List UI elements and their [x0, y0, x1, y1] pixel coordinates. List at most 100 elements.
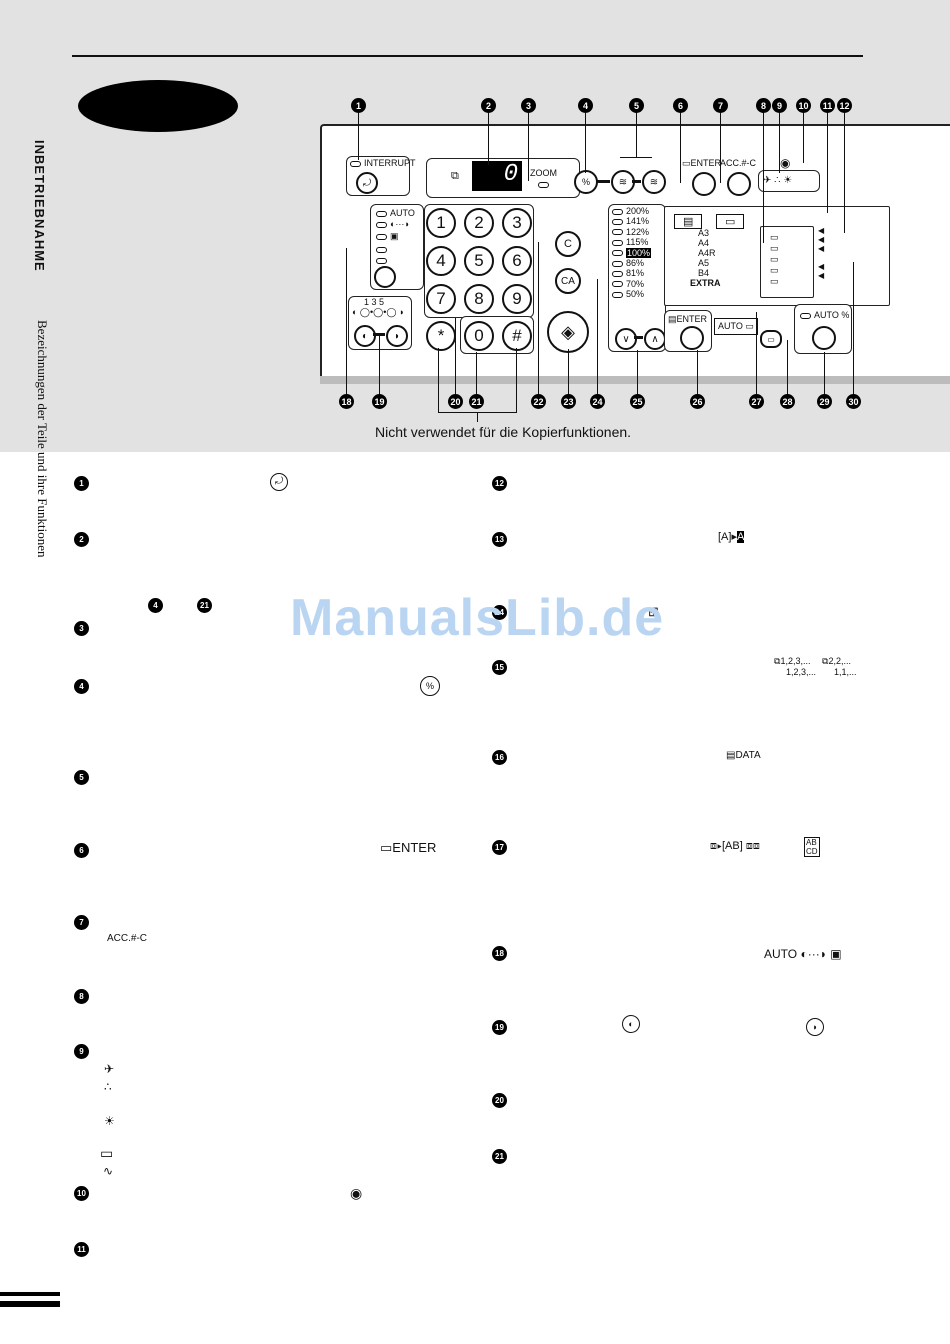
leader-21	[476, 352, 477, 394]
key-4[interactable]: 4	[426, 246, 456, 276]
zoom-label: ZOOM	[530, 168, 557, 178]
acc-symbol: ACC.#-C	[107, 933, 148, 944]
top-rule	[72, 55, 863, 57]
edge-erase-icon: [A]▸A	[718, 531, 745, 543]
enter-top-label: ▭ENTER	[682, 158, 722, 168]
enter-button[interactable]	[680, 326, 704, 350]
exposure-led-4	[376, 244, 390, 254]
acc-button[interactable]	[727, 172, 751, 196]
leader-10	[803, 113, 804, 163]
list-item: 18	[492, 946, 507, 961]
leader-7	[720, 113, 721, 183]
leader-20	[455, 318, 456, 394]
panel-shadow	[320, 376, 950, 384]
callout-4: 4	[578, 98, 593, 113]
auto-percent-button[interactable]	[812, 326, 836, 350]
tray-select-button[interactable]: ▭	[760, 330, 782, 348]
ratio-up-button[interactable]: ∧	[644, 328, 666, 350]
ratio-down-button[interactable]: ∨	[615, 328, 637, 350]
clear-all-button[interactable]: CA	[555, 268, 581, 294]
key-5[interactable]: 5	[464, 246, 494, 276]
paper-enter-button[interactable]	[692, 172, 716, 196]
list-item: 4	[74, 679, 89, 694]
key-7[interactable]: 7	[426, 284, 456, 314]
key-2[interactable]: 2	[464, 208, 494, 238]
interrupt-group	[346, 156, 410, 196]
key-6[interactable]: 6	[502, 246, 532, 276]
callout-30: 30	[846, 394, 861, 409]
callout-12: 12	[837, 98, 852, 113]
callout-20: 20	[448, 394, 463, 409]
leader-25	[637, 350, 638, 394]
leader-5	[636, 113, 637, 157]
copy-count-display: 0	[472, 161, 522, 191]
bracket-right	[516, 348, 517, 412]
zoom-percent-button[interactable]: %	[574, 170, 598, 194]
unused-caption: Nicht verwendet für die Kopierfunktionen…	[375, 424, 632, 440]
side-subtitle: Bezeichnungen der Teile und ihre Funktio…	[35, 320, 50, 558]
start-button[interactable]: ◈	[547, 311, 589, 353]
callout-26: 26	[690, 394, 705, 409]
tray-indicators: ◀◀◀◀◀	[818, 226, 825, 280]
footer-bar-2	[0, 1301, 60, 1307]
zoom-bar	[596, 180, 610, 183]
callout-18: 18	[339, 394, 354, 409]
key-9[interactable]: 9	[502, 284, 532, 314]
acc-label: ACC.#-C	[720, 158, 757, 168]
list-item: 19	[492, 1020, 507, 1035]
key-hash[interactable]: #	[502, 321, 532, 351]
darker-icon: ◗	[806, 1018, 824, 1036]
list-item: 21	[492, 1149, 507, 1164]
inline-ref-4: 4	[148, 598, 163, 613]
darker-button[interactable]: ◗	[386, 325, 408, 347]
key-8[interactable]: 8	[464, 284, 494, 314]
section-oval	[78, 80, 238, 132]
leader-4	[585, 113, 586, 173]
key-0[interactable]: 0	[464, 321, 494, 351]
zoom-up-button[interactable]: ≋	[642, 170, 666, 194]
clear-button[interactable]: C	[555, 231, 581, 257]
list-item: 10	[74, 1186, 89, 1201]
leader-9	[779, 113, 780, 173]
callout-19: 19	[372, 394, 387, 409]
exposure-symbols: AUTO ◐···◗ ▣	[764, 947, 842, 961]
leader-1	[358, 113, 359, 160]
lighter-button[interactable]: ◐	[354, 325, 376, 347]
leader-5-bar	[620, 157, 652, 158]
leader-22	[538, 242, 539, 394]
key-1[interactable]: 1	[426, 208, 456, 238]
exposure-bar	[373, 333, 385, 336]
developer-icon: ∴	[104, 1080, 112, 1094]
leader-6	[680, 113, 681, 183]
callout-28: 28	[780, 394, 795, 409]
key-3[interactable]: 3	[502, 208, 532, 238]
callout-11: 11	[820, 98, 835, 113]
enter-symbol: ▭ENTER	[380, 840, 437, 855]
original-size-icon: ▤	[674, 214, 703, 229]
list-item: 8	[74, 989, 89, 1004]
copy-icon: ⧉	[451, 170, 459, 182]
zoom-down-button[interactable]: ≋	[611, 170, 635, 194]
key-star[interactable]: *	[426, 321, 456, 351]
leader-8	[763, 113, 764, 243]
exposure-photo-label: ▣	[376, 231, 399, 242]
callout-27: 27	[749, 394, 764, 409]
callout-1: 1	[351, 98, 366, 113]
list-item: 9	[74, 1044, 89, 1059]
list-item: 5	[74, 770, 89, 785]
zoom-led	[538, 182, 549, 188]
callout-2: 2	[481, 98, 496, 113]
group-icon: ⧉2,2,...1,1,...	[822, 656, 857, 677]
list-item: 17	[492, 840, 507, 855]
interrupt-button[interactable]: ⤾	[356, 172, 378, 194]
leader-3	[528, 113, 529, 181]
interrupt-icon: ⤾	[270, 473, 288, 491]
list-item: 1	[74, 476, 89, 491]
paper-size-list: A3 A4 A4R A5 B4 EXTRA	[690, 228, 721, 288]
callout-10: 10	[796, 98, 811, 113]
maintenance-icon: ☀	[104, 1114, 115, 1128]
paper-icon: ▭	[100, 1145, 114, 1161]
exposure-mode-button[interactable]	[374, 266, 396, 288]
auto-percent-label: AUTO %	[800, 310, 849, 320]
